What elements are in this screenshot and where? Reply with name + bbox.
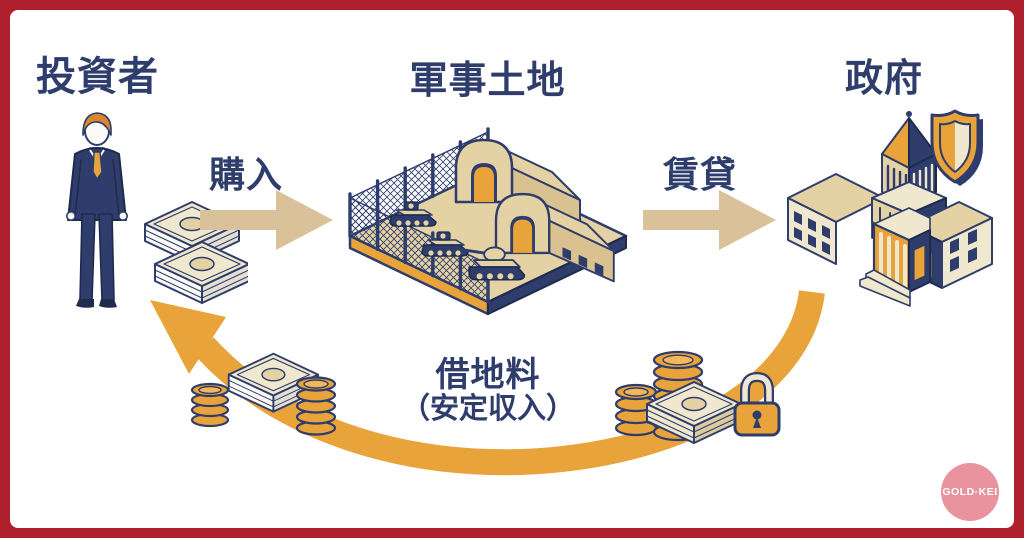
investor-label: 投資者 <box>36 55 159 99</box>
rent-money-right <box>614 350 742 444</box>
military-land-label: 軍事土地 <box>409 60 566 102</box>
tank-icon <box>460 246 526 281</box>
rent-label-line1: 借地料 <box>435 356 541 394</box>
banknote-stack-icon <box>154 241 248 304</box>
banknote-stack-icon <box>227 352 320 413</box>
tank-icon <box>389 201 437 227</box>
tank-icon <box>421 231 469 257</box>
coin-stack-icon <box>295 376 337 436</box>
rent-money-left <box>190 352 337 436</box>
rent-label-line2: （安定収入） <box>400 393 575 425</box>
government-building-illustration <box>787 111 993 307</box>
brand-logo: GOLD·KEI <box>941 463 999 521</box>
padlock-icon <box>733 372 781 437</box>
lease-label: 賃貸 <box>662 154 737 195</box>
government-label: 政府 <box>844 58 923 100</box>
shield-icon <box>930 109 983 186</box>
lease-arrow <box>643 190 776 250</box>
purchase-label: 購入 <box>208 154 283 195</box>
military-base-illustration <box>348 127 628 316</box>
brand-logo-text: GOLD·KEI <box>942 486 998 498</box>
businessman-figure <box>65 112 129 308</box>
hangar <box>494 192 615 283</box>
fence <box>348 127 490 304</box>
purchase-arrow <box>200 190 333 250</box>
coin-stack-icon <box>190 382 230 428</box>
